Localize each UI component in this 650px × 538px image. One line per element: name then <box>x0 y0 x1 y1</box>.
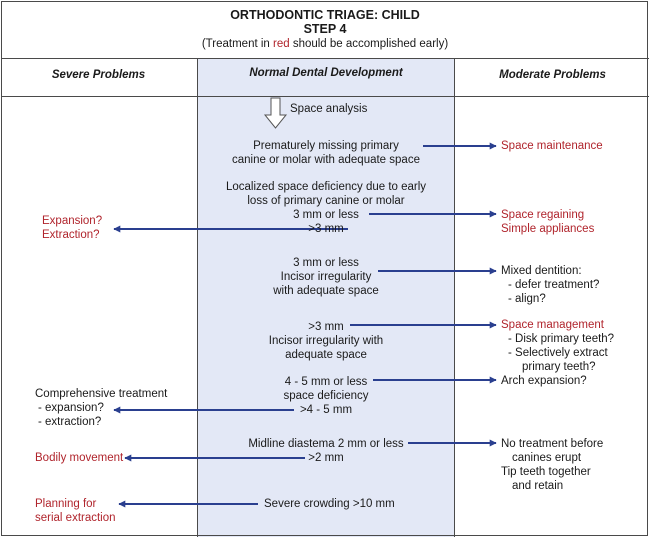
comprehensive-treatment-line-1: Comprehensive treatment <box>35 388 168 400</box>
planning-line-2: serial extraction <box>35 512 116 524</box>
midline-diastema-line-2: >2 mm <box>308 452 344 464</box>
incisor-irregularity-small-2: Incisor irregularity <box>280 271 372 283</box>
incisor-irregularity-large-1: >3 mm <box>308 321 344 333</box>
title-line-1: ORTHODONTIC TRIAGE: CHILD <box>230 8 420 22</box>
title-note-pre: (Treatment in <box>201 38 273 50</box>
header-moderate: Moderate Problems <box>499 69 606 81</box>
comprehensive-treatment-line-3: - extraction? <box>38 416 102 428</box>
no-treatment-line-2: canines erupt <box>512 452 582 464</box>
space-management-line-2: - Disk primary teeth? <box>508 333 615 345</box>
space-management-line-3: - Selectively extract <box>508 347 608 359</box>
header-normal: Normal Dental Development <box>249 67 403 79</box>
mixed-dentition-line-2: - defer treatment? <box>508 279 600 291</box>
title-note-red: red <box>273 38 290 50</box>
planning-line-1: Planning for <box>35 498 97 510</box>
no-treatment-line-4: and retain <box>512 480 564 492</box>
space-analysis-down-arrow <box>263 97 288 129</box>
title-divider <box>1 58 649 59</box>
title-line-3: (Treatment in red should be accomplished… <box>0 37 650 51</box>
localized-line-1: Localized space deficiency due to early <box>225 181 427 193</box>
no-treatment-line-1: No treatment before <box>501 438 604 450</box>
space-management-line-4: primary teeth? <box>522 361 596 373</box>
mixed-dentition-line-3: - align? <box>508 293 546 305</box>
arch-expansion-label: Arch expansion? <box>501 375 587 387</box>
missing-primary-line-1: Prematurely missing primary <box>253 140 399 152</box>
space-deficiency-line-2: space deficiency <box>283 390 369 402</box>
space-deficiency-line-3: >4 - 5 mm <box>299 404 353 416</box>
space-analysis-label: Space analysis <box>290 103 368 115</box>
missing-primary-line-2: canine or molar with adequate space <box>232 154 420 166</box>
severe-crowding-label: Severe crowding >10 mm <box>264 498 395 510</box>
space-regaining-label: Space regaining <box>501 209 585 221</box>
localized-line-3: 3 mm or less <box>293 209 359 221</box>
localized-line-2: loss of primary canine or molar <box>247 195 405 207</box>
mixed-dentition-line-1: Mixed dentition: <box>501 265 582 277</box>
space-management-label: Space management <box>501 319 604 331</box>
simple-appliances-label: Simple appliances <box>501 223 595 235</box>
incisor-irregularity-small-3: with adequate space <box>273 285 379 297</box>
expansion-label: Expansion? <box>42 215 103 227</box>
title-line-2: STEP 4 <box>303 22 347 36</box>
space-deficiency-line-1: 4 - 5 mm or less <box>284 376 368 388</box>
comprehensive-treatment-line-2: - expansion? <box>38 402 104 414</box>
no-treatment-line-3: Tip teeth together <box>501 466 591 478</box>
incisor-irregularity-large-2: Incisor irregularity with <box>268 335 384 347</box>
incisor-irregularity-large-3: adequate space <box>285 349 367 361</box>
bodily-movement-label: Bodily movement <box>35 452 124 464</box>
localized-line-4: >3 mm <box>308 223 344 235</box>
extraction-label: Extraction? <box>42 229 100 241</box>
midline-diastema-line-1: Midline diastema 2 mm or less <box>248 438 404 450</box>
space-maintenance-label: Space maintenance <box>501 140 603 152</box>
header-severe: Severe Problems <box>51 69 146 81</box>
title-note-post: should be accomplished early) <box>289 38 449 50</box>
incisor-irregularity-small-1: 3 mm or less <box>293 257 359 269</box>
header-divider <box>1 96 649 97</box>
